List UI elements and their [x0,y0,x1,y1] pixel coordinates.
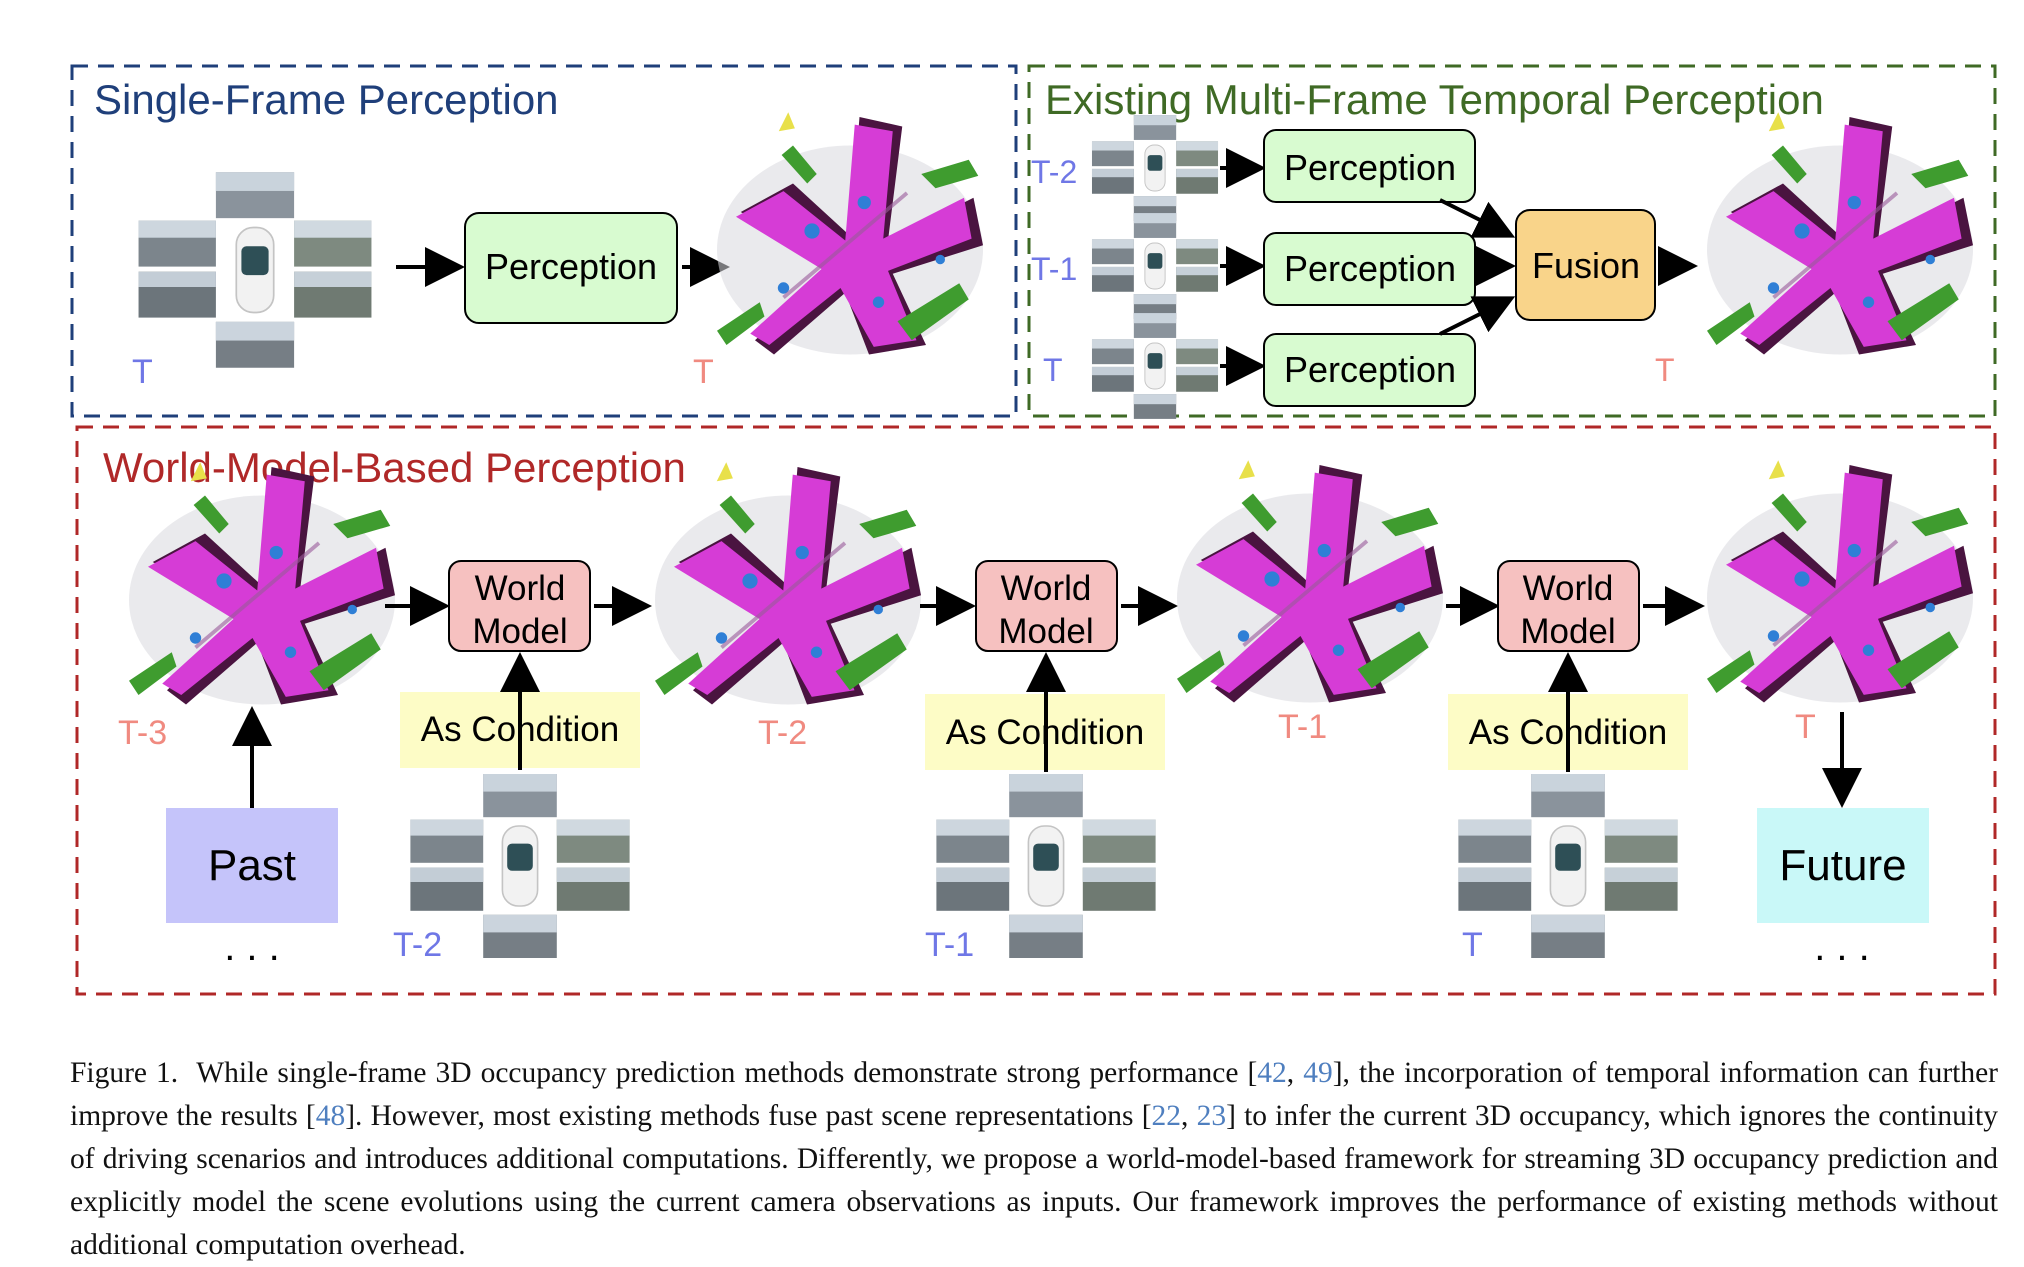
input-time-label-t1: T-1 [1031,251,1077,287]
caption-text-2: ], the incorporation of temporal informa… [70,1056,1999,1132]
caption-text-4: ] to infer the current 3D occupancy, whi… [70,1099,1998,1261]
occupancy-t [1705,458,1975,705]
caption-sep-2: , [1181,1099,1197,1132]
world-model-box-1 [448,560,591,652]
fusion-box [1515,209,1656,321]
fusion-label: Fusion [1532,245,1640,286]
future-box [1757,808,1929,923]
world-model-label-3-line1: World [1523,569,1614,608]
citation-ref[interactable]: 22 [1151,1099,1182,1132]
past-box [166,808,338,923]
occupancy-t3 [127,460,397,707]
citation-ref[interactable]: 48 [315,1099,346,1132]
world-model-label-2-line1: World [1001,569,1092,608]
occupancy-time-label-t2: T-2 [758,714,807,752]
camera-views-t [1091,312,1219,420]
perception-label-t: Perception [1284,349,1456,390]
ellipsis-right: . . . [1814,925,1870,969]
world-model-panel [75,425,1997,996]
world-model-label-3-line2: Model [1520,612,1615,651]
perception-label-single: Perception [485,246,657,287]
perception-label-t1: Perception [1284,248,1456,289]
camera-time-label-world-t: T [1462,926,1483,964]
camera-views-single [137,171,373,369]
camera-views-t2 [1091,114,1219,222]
world-model-title: World-Model-Based Perception [103,444,686,491]
figure-1: Single-Frame Perception T Perception T E… [70,64,1997,996]
figure-caption: Figure 1. While single-frame 3D occupanc… [70,1052,1998,1267]
camera-views-world-t [1457,773,1679,959]
past-label: Past [208,841,296,890]
occupancy-t2 [653,460,923,707]
world-model-label-1-line1: World [475,569,566,608]
perception-box-t [1263,333,1476,407]
ellipsis-left: . . . [224,925,280,969]
world-model-box-3 [1497,560,1640,652]
camera-views-world-t2 [409,773,631,959]
single-frame-title: Single-Frame Perception [94,76,559,123]
output-time-label-single: T [693,353,714,391]
caption-text-3: ]. However, most existing methods fuse p… [345,1099,1152,1132]
world-model-label-2-line2: Model [998,612,1093,651]
camera-time-label-world-t1: T-1 [925,926,974,964]
occupancy-output-multi [1705,110,1975,357]
input-time-label-t: T [1043,352,1063,388]
occupancy-output-single [715,110,985,357]
future-label: Future [1779,841,1906,890]
caption-text-1: While single-frame 3D occupancy predicti… [196,1056,1258,1089]
caption-sep-1: , [1286,1056,1304,1089]
perception-label-t2: Perception [1284,147,1456,188]
output-time-label-multi: T [1655,352,1675,388]
perception-box-t2 [1263,129,1476,203]
single-frame-panel [70,64,1018,418]
input-time-label-t2: T-2 [1031,154,1077,190]
input-time-label-single: T [132,353,153,391]
perception-box-single [464,212,678,324]
caption-lead: Figure 1. [70,1056,179,1089]
multi-frame-panel [1027,64,1997,418]
occupancy-time-label-t: T [1795,708,1816,746]
occupancy-time-label-t1: T-1 [1278,708,1327,746]
citation-ref[interactable]: 23 [1196,1099,1227,1132]
citation-ref[interactable]: 42 [1257,1056,1287,1089]
citation-ref[interactable]: 49 [1303,1056,1333,1089]
world-model-box-2 [975,560,1118,652]
world-model-label-1-line2: Model [472,612,567,651]
camera-time-label-world-t2: T-2 [393,926,442,964]
occupancy-t1 [1175,458,1445,705]
occupancy-time-label-t3: T-3 [118,714,167,752]
camera-views-t1 [1091,212,1219,320]
perception-box-t1 [1263,232,1476,306]
